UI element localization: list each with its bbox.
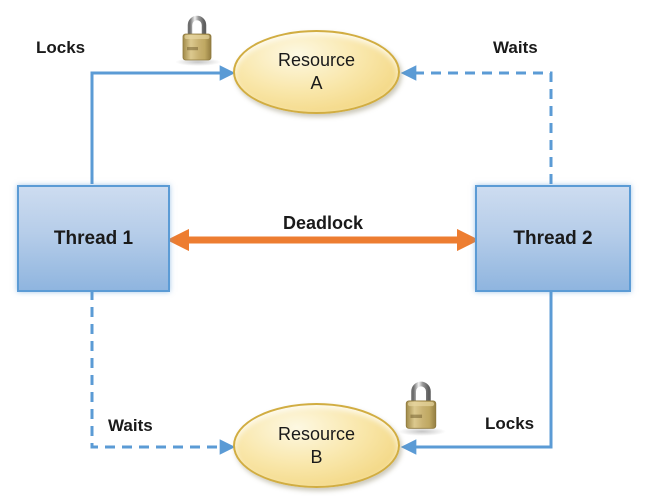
resource-b-name: Resource (277, 423, 356, 444)
locks-label-top-left: Locks (36, 38, 86, 57)
waits-connector-thread2-to-resource-a (400, 65, 553, 184)
thread1-label: Thread 1 (53, 227, 134, 249)
waits-connector-thread1-to-resource-b (90, 290, 236, 455)
padlock-icon (179, 9, 215, 63)
resource-b-letter: B (310, 446, 323, 467)
deadlock-label: Deadlock (282, 213, 364, 233)
thread1-node: Thread 1 (17, 185, 170, 292)
padlock-shadow (175, 58, 221, 66)
waits-label-top-right: Waits (493, 38, 538, 57)
padlock-shadow (398, 427, 446, 436)
resource-a-node: Resource A (233, 30, 400, 114)
waits-label-bottom-left: Waits (108, 416, 153, 435)
thread2-label: Thread 2 (513, 227, 593, 249)
locks-connector-thread2-to-resource-b (400, 290, 553, 455)
resource-a-name: Resource (277, 50, 356, 70)
locks-label-bottom-right: Locks (485, 414, 535, 433)
thread2-node: Thread 2 (475, 185, 631, 292)
locks-connector-thread1-to-resource-a (90, 65, 236, 184)
resource-b-node: Resource B (233, 403, 400, 488)
resource-a-letter: A (310, 73, 323, 93)
padlock-icon (402, 374, 440, 432)
